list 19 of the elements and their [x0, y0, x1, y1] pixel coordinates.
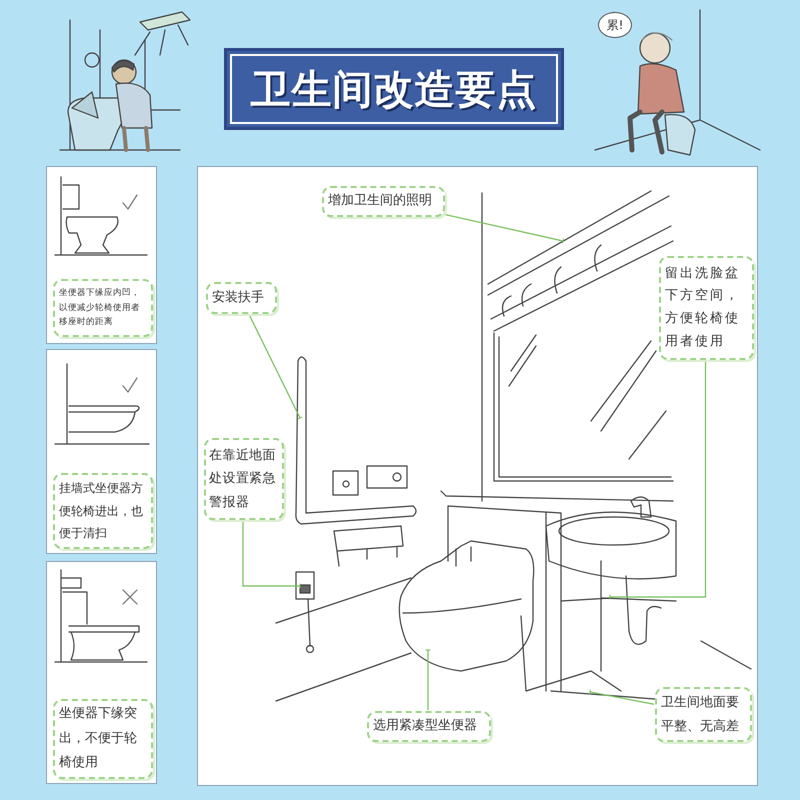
callout-box: 安装扶手	[206, 282, 277, 314]
panel	[46, 166, 157, 344]
leader-line	[425, 650, 431, 710]
callout-box: 卫生间地面要平整、无高差	[655, 687, 752, 742]
title-banner: 卫生间改造要点	[224, 48, 564, 130]
panel	[46, 561, 157, 784]
callout-box: 增加卫生间的照明	[322, 186, 445, 217]
leader-line	[610, 359, 706, 600]
callout-box: 选用紧凑型坐便器	[367, 711, 491, 742]
callout-box: 坐便器下缘应内凹，以便减少轮椅使用者移座时的距离	[53, 279, 153, 337]
callout-box: 在靠近地面处设置紧急警报器	[204, 438, 284, 520]
leader-line	[444, 214, 564, 244]
callout-box: 留出洗脸盆下方空间，方便轮椅使用者使用	[659, 256, 754, 360]
panel	[46, 349, 157, 554]
speech-bubble: 累!	[598, 12, 632, 38]
leader-line	[589, 689, 654, 705]
leader-line	[242, 519, 300, 589]
callout-box: 坐便器下缘突出，不便于轮椅使用	[53, 699, 153, 779]
callout-box: 挂墙式坐便器方便轮椅进出，也便于清扫	[53, 473, 153, 549]
